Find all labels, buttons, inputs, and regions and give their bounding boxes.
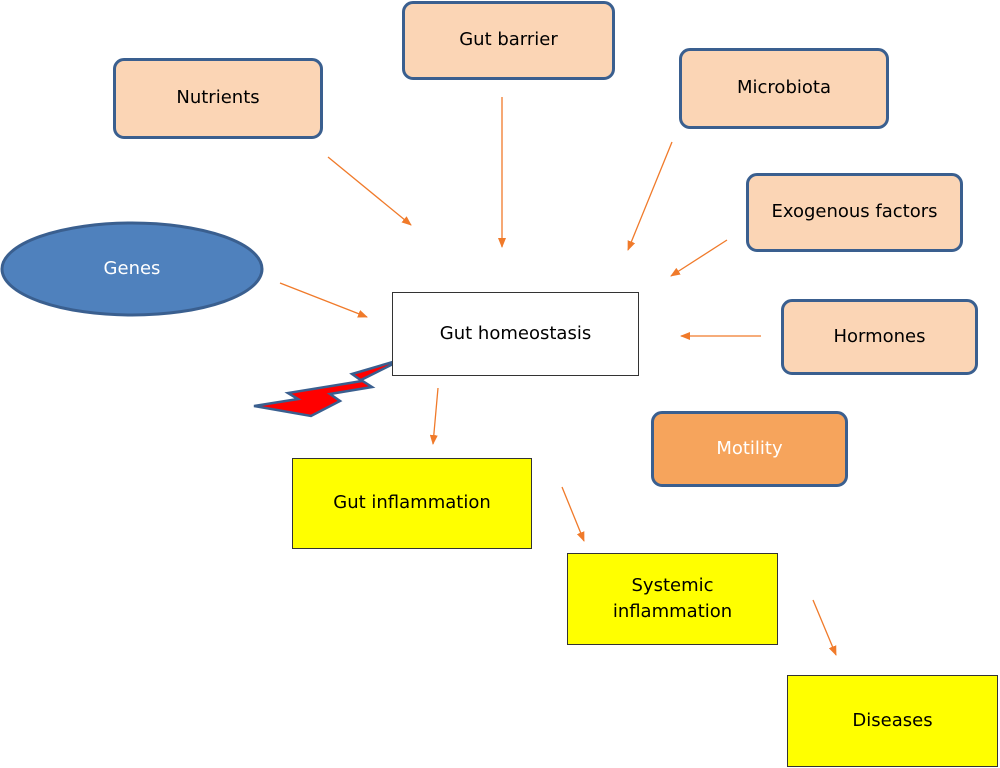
- arrow-exogenous-to-homeostasis: [670, 239, 728, 277]
- arrow-gut-inflammation-to-systemic: [561, 486, 585, 542]
- arrow-nutrients-to-homeostasis: [327, 156, 412, 226]
- arrow-microbiota-to-homeostasis: [627, 141, 673, 251]
- nutrients-label: Nutrients: [176, 87, 260, 109]
- arrow-genes-to-homeostasis: [279, 282, 368, 318]
- hormones-label: Hormones: [833, 325, 926, 347]
- systemic-inflammation-node[interactable]: Systemic inflammation: [567, 553, 778, 645]
- systemic-inflammation-label: Systemic inflammation: [612, 574, 733, 622]
- genes-node[interactable]: Genes: [2, 223, 262, 315]
- gut-homeostasis-label: Gut homeostasis: [439, 322, 592, 344]
- lightning-bolt-icon: [253, 357, 404, 418]
- motility-label: Motility: [716, 437, 783, 459]
- arrow-homeostasis-to-gut-inflammation: [429, 387, 439, 445]
- gut-inflammation-node[interactable]: Gut inflammation: [292, 458, 532, 549]
- nutrients-node[interactable]: Nutrients: [113, 58, 323, 139]
- diseases-node[interactable]: Diseases: [787, 675, 998, 767]
- motility-node[interactable]: Motility: [651, 411, 848, 487]
- arrow-systemic-to-diseases: [812, 599, 837, 656]
- diseases-label: Diseases: [852, 709, 933, 731]
- genes-label: Genes: [103, 257, 161, 279]
- hormones-node[interactable]: Hormones: [781, 299, 978, 375]
- exogenous-factors-node[interactable]: Exogenous factors: [746, 173, 963, 252]
- gut-barrier-label: Gut barrier: [459, 29, 558, 51]
- gut-inflammation-label: Gut inflammation: [333, 492, 491, 514]
- gut-homeostasis-node[interactable]: Gut homeostasis: [392, 292, 639, 376]
- microbiota-node[interactable]: Microbiota: [679, 48, 889, 129]
- exogenous-factors-label: Exogenous factors: [771, 201, 938, 223]
- gut-barrier-node[interactable]: Gut barrier: [402, 1, 615, 80]
- microbiota-label: Microbiota: [737, 77, 831, 99]
- genes-ellipse[interactable]: [0, 221, 264, 317]
